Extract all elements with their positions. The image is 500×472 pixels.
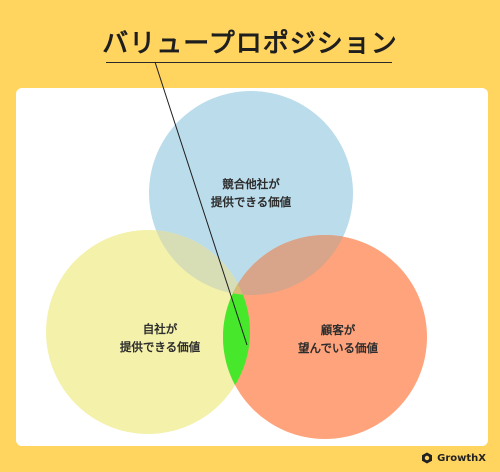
customers-label: 顧客が 望んでいる価値 [288,321,388,357]
own-company-label-line2: 提供できる価値 [119,340,201,354]
own-company-label: 自社が 提供できる価値 [110,320,210,356]
growthx-logo-icon [422,452,433,464]
competitors-label-line1: 競合他社が [222,177,280,191]
competitors-customers-overlap [223,235,353,295]
own-company-circle [46,230,250,434]
page-title: バリュープロポジション [102,29,398,59]
customers-label-line2: 望んでいる価値 [298,341,378,355]
title-underline [106,62,392,63]
customers-label-line1: 顧客が [320,323,356,337]
competitors-label: 競合他社が 提供できる価値 [201,175,301,211]
own-company-label-line1: 自社が [142,322,178,336]
pointer-line [154,61,248,346]
brand-logo: GrowthX [421,452,486,464]
competitors-label-line2: 提供できる価値 [210,195,292,209]
brand-name: GrowthX [437,452,486,464]
